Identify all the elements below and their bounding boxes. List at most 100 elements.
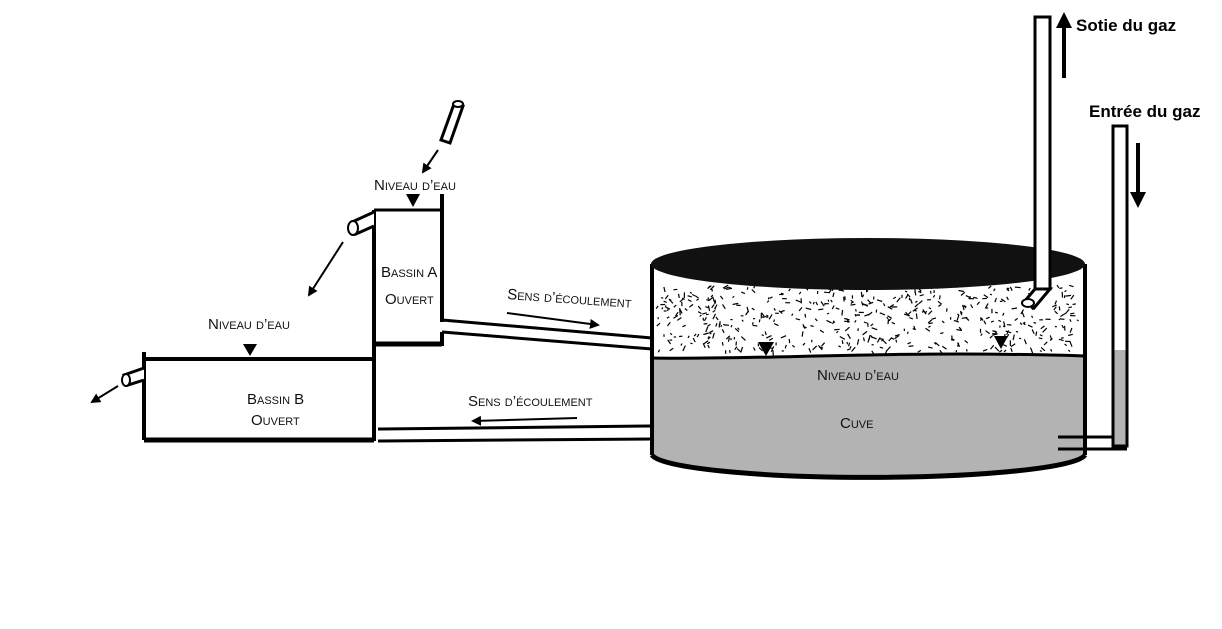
media-speckle [814,318,818,322]
media-speckle [906,331,909,335]
media-speckle [985,316,990,320]
media-speckle [1066,303,1070,306]
media-speckle [736,348,742,353]
media-speckle [1006,287,1010,291]
media-speckle [1049,335,1053,340]
media-speckle [985,330,990,335]
tank-bottom [649,453,1088,480]
media-speckle [841,340,844,345]
basin-b-overflow-arrow [90,385,119,404]
media-speckle [703,340,709,345]
tank-label: Cuve [840,415,873,432]
media-speckle [891,321,896,325]
media-speckle [795,318,801,321]
media-speckle [820,301,825,307]
basin-a-water-level-label: Niveau d’eau [374,177,456,194]
media-speckle [726,287,733,290]
media-speckle [696,333,700,338]
media-speckle [682,345,686,352]
basin-b [121,352,374,443]
media-speckle [773,307,776,311]
media-speckle [820,342,826,347]
media-speckle [765,335,772,339]
media-speckle [960,291,966,296]
gas-inlet-pipe [1058,124,1129,451]
media-speckle [938,295,941,300]
media-speckle [1003,344,1007,347]
media-speckle [958,326,962,331]
media-speckle [705,326,709,333]
media-speckle [1031,329,1035,335]
media-speckle [661,307,664,310]
media-speckle [769,296,773,299]
media-speckle [941,345,947,350]
media-speckle [888,337,893,342]
media-speckle [723,286,730,290]
media-speckle [889,304,895,308]
media-speckle [909,317,914,320]
media-speckle [725,335,731,340]
media-speckle [740,346,744,352]
media-speckle [991,333,998,336]
media-speckle [984,303,989,309]
media-speckle [846,348,851,351]
media-speckle [1068,306,1073,309]
media-speckle [887,306,893,310]
media-speckle [912,307,918,312]
media-speckle [678,307,683,314]
media-speckle [854,313,857,317]
media-speckle [917,349,922,353]
media-speckle [933,342,937,345]
media-speckle [932,294,936,298]
media-speckle [784,344,787,349]
media-speckle [1021,312,1025,318]
media-speckle [1003,321,1006,328]
media-speckle [734,346,738,350]
media-speckle [876,299,883,303]
media-speckle [788,338,791,344]
media-speckle [994,330,997,334]
basin-a-state: Ouvert [385,291,434,308]
media-speckle [994,346,1000,352]
media-speckle [709,332,712,335]
media-speckle [702,317,705,321]
media-speckle [891,337,895,340]
media-speckle [764,331,767,336]
media-speckle [768,337,774,342]
media-speckle [702,312,707,315]
media-speckle [677,293,680,299]
media-speckle [804,313,807,318]
media-speckle [664,294,669,300]
media-speckle [870,334,874,339]
media-speckle [960,311,963,316]
media-speckle [707,323,711,327]
media-speckle [998,319,1002,323]
media-speckle [881,339,884,342]
media-speckle [838,345,842,348]
media-speckle [669,332,673,336]
media-speckle [729,349,731,354]
media-speckle [1076,319,1079,322]
media-speckle [1040,325,1045,330]
media-speckle [886,316,889,320]
media-speckle [862,303,869,307]
media-speckle [721,304,726,310]
media-speckle [819,329,825,334]
media-speckle [1058,306,1061,311]
media-speckle [892,296,897,300]
tank-level-marker-right [994,336,1008,349]
media-speckle [692,337,696,343]
media-speckle [707,305,711,312]
media-speckle [827,299,830,302]
media-speckle [835,307,840,310]
basin-b-name: Bassin B [247,391,304,408]
basin-a [347,194,444,441]
media-speckle [861,301,864,306]
basin-b-water-level-label: Niveau d’eau [208,316,290,333]
media-speckle [1005,330,1012,334]
media-speckle [957,342,960,347]
media-speckle [990,344,995,350]
flow-arrow-lower [471,415,578,426]
media-speckle [968,296,972,299]
media-speckle [992,332,997,335]
